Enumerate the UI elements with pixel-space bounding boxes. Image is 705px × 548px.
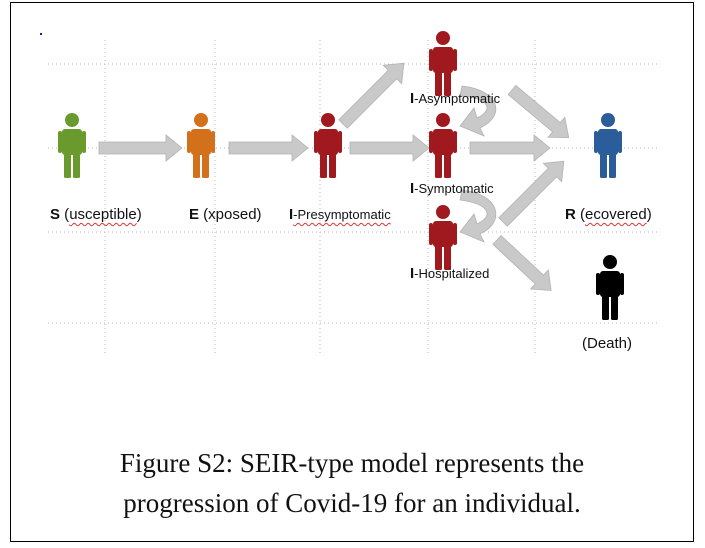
person-recovered — [594, 113, 622, 178]
person-presymptomatic — [314, 113, 342, 178]
person-asymptomatic — [429, 31, 457, 96]
arrow-hosp-to-death — [492, 235, 552, 291]
arrow-hosp-to-recovered — [498, 160, 565, 227]
figure-caption: Figure S2: SEIR-type model represents th… — [10, 443, 694, 523]
caption-line-2: progression of Covid-19 for an individua… — [123, 488, 581, 518]
background-grid — [48, 40, 660, 355]
arrow-s-to-e — [98, 134, 183, 162]
arrow-presym-to-asym — [338, 62, 405, 129]
transition-arrows — [98, 62, 570, 291]
label-exposed: E (xposed) — [189, 206, 262, 223]
label-asymptomatic: I-Asymptomatic — [410, 90, 501, 107]
label-hospitalized: I-Hospitalized — [410, 265, 490, 282]
person-hospitalized — [429, 205, 457, 270]
arrow-presym-to-sym — [349, 134, 430, 162]
arrow-sym-to-hosp-curved — [459, 189, 497, 243]
arrow-sym-to-recovered — [469, 134, 551, 162]
arrow-asym-to-sym-curved — [459, 85, 497, 137]
label-symptomatic: I-Symptomatic — [410, 180, 494, 197]
label-death: (Death) — [582, 335, 633, 352]
arrow-asym-to-recovered — [507, 84, 570, 138]
label-recovered: R (ecovered) — [565, 206, 652, 223]
person-exposed — [187, 113, 215, 178]
person-death — [596, 255, 624, 320]
label-susceptible: S (usceptible) — [50, 206, 142, 223]
caption-line-1: Figure S2: SEIR-type model represents th… — [119, 448, 585, 478]
person-symptomatic — [429, 113, 457, 178]
marker-dot — [40, 33, 42, 35]
label-presymptomatic: I-Presymptomatic — [289, 206, 391, 223]
arrow-e-to-presym — [228, 134, 309, 162]
person-susceptible — [58, 113, 86, 178]
figure-frame — [10, 2, 694, 542]
